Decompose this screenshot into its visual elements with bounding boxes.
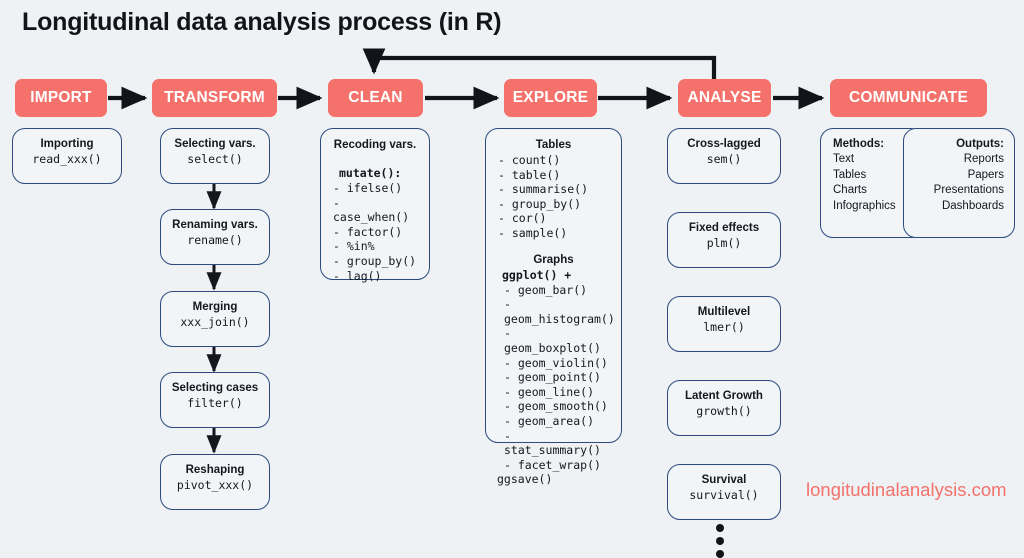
list-item: - facet_wrap() — [504, 457, 601, 472]
stage-transform[interactable]: TRANSFORM — [152, 79, 277, 117]
tables-list: - count() - table() - summarise() - grou… — [495, 153, 612, 241]
list-item: - geom_smooth() — [504, 399, 608, 414]
card-latent-growth[interactable]: Latent Growth growth() — [667, 380, 781, 436]
stage-analyse[interactable]: ANALYSE — [678, 79, 771, 117]
stage-explore[interactable]: EXPLORE — [504, 79, 597, 117]
arrow-analyse-back-to-clean — [362, 48, 717, 79]
graphs-lead: ggplot() + — [502, 267, 572, 282]
card-selecting-vars[interactable]: Selecting vars. select() — [160, 128, 270, 184]
list-item: - ifelse() — [333, 181, 403, 195]
list-item: Reports — [963, 153, 1004, 166]
card-function: lmer() — [703, 320, 745, 334]
list-item: - geom_histogram() — [504, 297, 615, 326]
card-heading: Selecting cases — [171, 382, 259, 394]
list-item: Papers — [967, 168, 1004, 181]
list-item: - count() — [498, 153, 561, 167]
outputs-list: Reports Papers Presentations Dashboards — [904, 152, 1004, 214]
card-heading: Survival — [701, 474, 747, 486]
methods-list: Text Tables Charts Infographics — [833, 152, 923, 214]
card-cross-lagged[interactable]: Cross-lagged sem() — [667, 128, 781, 184]
tables-heading: Tables — [535, 139, 572, 151]
stage-label: COMMUNICATE — [848, 89, 968, 106]
card-heading: Fixed effects — [688, 222, 760, 234]
card-heading: Merging — [192, 301, 238, 313]
card-heading: Renaming vars. — [172, 219, 258, 231]
list-item: - geom_violin() — [504, 355, 608, 370]
graphs-list: - geom_bar() - geom_histogram() - geom_b… — [495, 282, 615, 473]
clean-function-list: - ifelse() - case_when() - factor() - %i… — [331, 181, 419, 283]
list-item: Charts — [833, 184, 867, 197]
outputs-heading: Outputs: — [956, 138, 1004, 150]
card-survival[interactable]: Survival survival() — [667, 464, 781, 520]
card-function: sem() — [706, 152, 742, 166]
list-item: - factor() — [333, 224, 403, 239]
page-title: Longitudinal data analysis process (in R… — [22, 8, 502, 36]
list-item: - cor() — [498, 211, 547, 226]
vertical-ellipsis-icon — [716, 524, 724, 558]
list-item: - sample() — [498, 225, 568, 240]
card-heading: Multilevel — [697, 306, 751, 318]
stage-label: ANALYSE — [687, 89, 762, 106]
card-merging[interactable]: Merging xxx_join() — [160, 291, 270, 347]
card-function: survival() — [689, 488, 759, 502]
graphs-heading: Graphs — [533, 253, 574, 266]
list-item: - case_when() — [333, 195, 410, 225]
methods-heading: Methods: — [833, 138, 885, 150]
list-item: - lag() — [333, 268, 382, 283]
card-subheading: mutate(): — [339, 166, 402, 180]
card-reshaping[interactable]: Reshaping pivot_xxx() — [160, 454, 270, 510]
card-explore-tables-graphs[interactable]: Tables - count() - table() - summarise()… — [485, 128, 622, 486]
card-function: xxx_join() — [180, 315, 250, 329]
list-item: - summarise() — [498, 182, 589, 197]
card-heading: Cross-lagged — [687, 138, 761, 150]
list-item: - geom_bar() — [504, 282, 588, 297]
list-item: - geom_boxplot() — [504, 326, 601, 355]
list-item: - geom_line() — [504, 384, 595, 399]
list-item: - %in% — [333, 239, 375, 254]
stage-import[interactable]: IMPORT — [15, 79, 107, 117]
card-heading: Recoding vars. — [333, 139, 417, 151]
list-item: - table() — [498, 167, 561, 182]
stage-communicate[interactable]: COMMUNICATE — [830, 79, 987, 117]
stage-label: EXPLORE — [512, 89, 589, 106]
list-item: Infographics — [833, 199, 896, 212]
graphs-tail: ggsave() — [497, 472, 553, 487]
stage-clean[interactable]: CLEAN — [328, 79, 423, 117]
card-recoding-vars[interactable]: Recoding vars. mutate(): - ifelse() - ca… — [320, 128, 430, 283]
card-renaming-vars[interactable]: Renaming vars. rename() — [160, 209, 270, 265]
card-function: pivot_xxx() — [176, 478, 254, 492]
card-multilevel[interactable]: Multilevel lmer() — [667, 296, 781, 352]
card-function: read_xxx() — [32, 152, 102, 166]
stage-label: CLEAN — [348, 89, 403, 106]
card-heading: Latent Growth — [685, 390, 763, 402]
stage-label: IMPORT — [30, 89, 92, 106]
list-item: Dashboards — [941, 199, 1004, 212]
list-item: - geom_point() — [504, 370, 601, 385]
list-item: Text — [833, 153, 855, 166]
card-heading: Selecting vars. — [174, 138, 256, 150]
list-item: - stat_summary() — [504, 428, 601, 458]
watermark-url: longitudinalanalysis.com — [806, 479, 1007, 500]
list-item: - group_by() — [333, 253, 417, 268]
card-function: rename() — [187, 233, 243, 247]
card-heading: Reshaping — [185, 464, 245, 476]
card-fixed-effects[interactable]: Fixed effects plm() — [667, 212, 781, 268]
list-item: - geom_area() — [504, 413, 595, 428]
list-item: Tables — [833, 168, 867, 181]
card-heading: Importing — [40, 138, 94, 150]
stage-label: TRANSFORM — [164, 89, 265, 106]
list-item: Presentations — [933, 184, 1004, 197]
card-selecting-cases[interactable]: Selecting cases filter() — [160, 372, 270, 428]
list-item: - group_by() — [498, 196, 582, 211]
card-importing[interactable]: Importing read_xxx() — [12, 128, 122, 184]
card-function: select() — [187, 152, 243, 166]
card-function: filter() — [187, 396, 243, 410]
card-function: growth() — [696, 404, 752, 418]
card-outputs[interactable]: Outputs: Reports Papers Presentations Da… — [903, 128, 1015, 238]
card-function: plm() — [706, 236, 742, 250]
